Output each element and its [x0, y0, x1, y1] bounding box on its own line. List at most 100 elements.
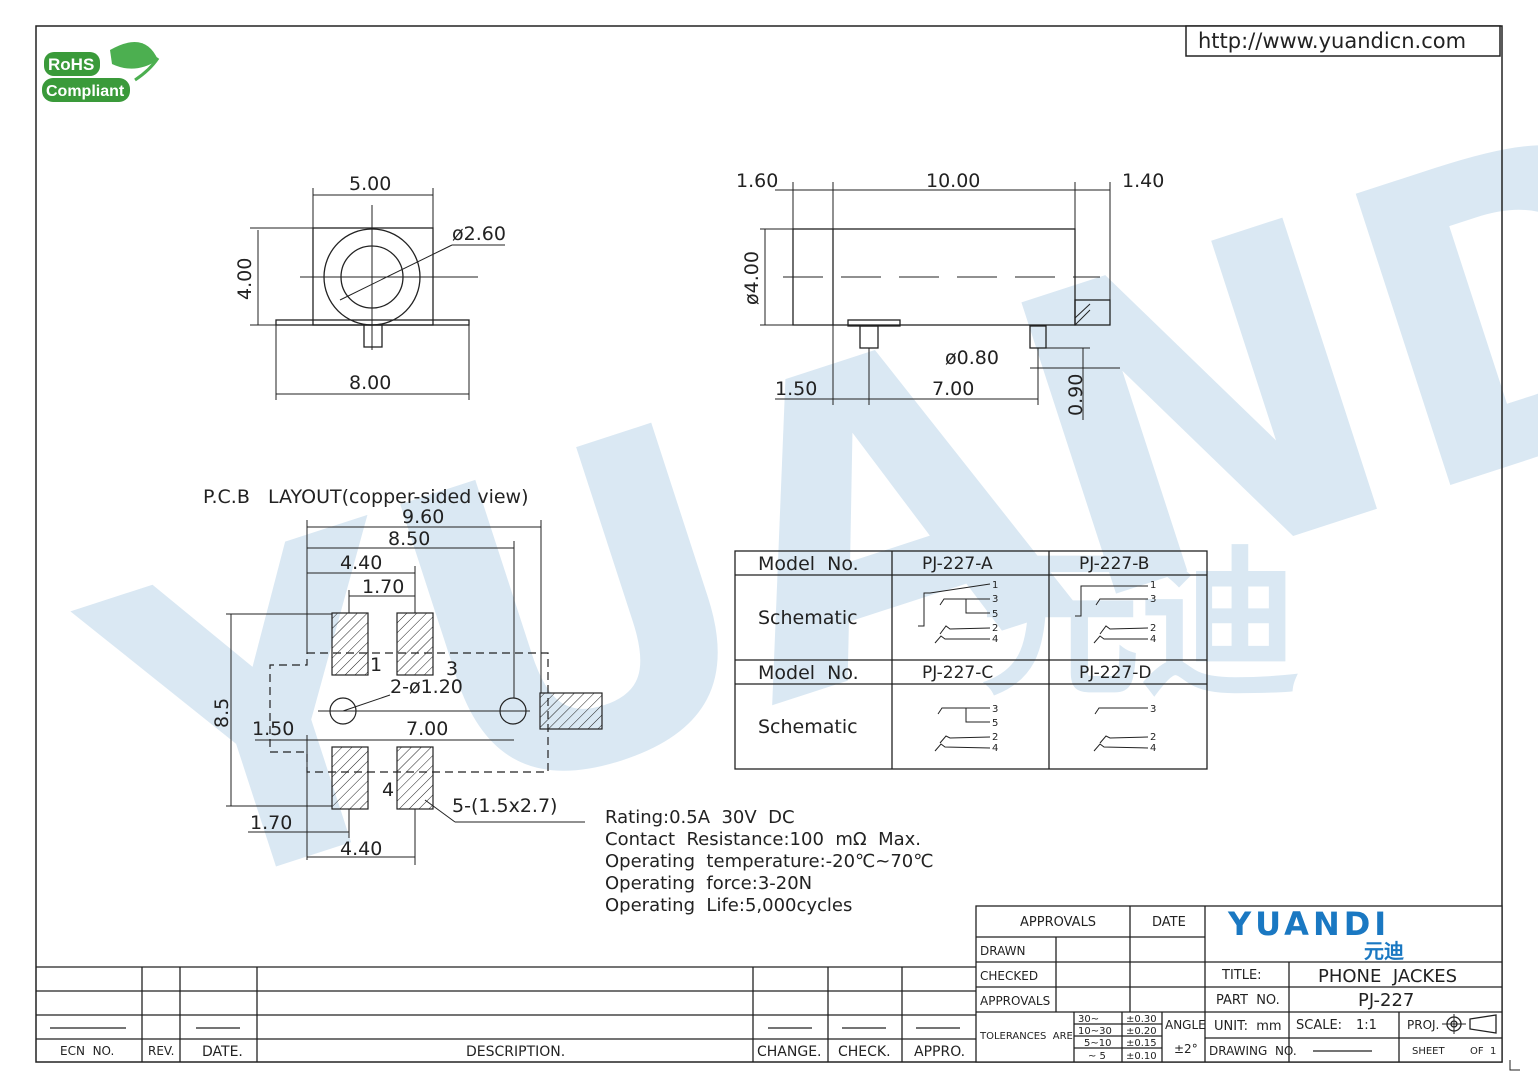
rev-change-label: CHANGE.: [757, 1044, 822, 1060]
spec-rating: Rating:0.5A 30V DC: [605, 807, 795, 828]
tb-unit-label: UNIT: mm: [1214, 1019, 1282, 1034]
dim-side-right: 1.40: [1122, 170, 1164, 192]
tb-tol-value-2: ±0.15: [1126, 1038, 1157, 1049]
sheet-border: [35, 25, 1503, 1063]
pcb-dim-440-bot: 4.40: [340, 838, 382, 860]
pcb-dim-holes: 2-ø1.20: [390, 676, 463, 698]
dim-side-pin-dia: ø0.80: [945, 347, 999, 369]
tb-tol-range-0: 30~: [1078, 1014, 1099, 1025]
tb-proj: PROJ.: [1407, 1018, 1439, 1032]
title-block: [975, 905, 1503, 1063]
specs-block: Rating:0.5A 30V DC Contact Resistance:10…: [605, 807, 933, 916]
pcb-dim-170-bot: 1.70: [250, 812, 292, 834]
pcb-dim-pads: 5-(1.5x2.7): [452, 795, 557, 817]
pin-d-3: 3: [1150, 704, 1156, 715]
tb-approvals: APPROVALS: [1020, 915, 1096, 930]
pin-d-2: 2: [1150, 732, 1156, 743]
pin-b-3: 3: [1150, 594, 1156, 605]
table-model-d: PJ-227-D: [1079, 663, 1151, 683]
pcb-dim-850: 8.50: [388, 528, 430, 550]
tb-drawn: DRAWN: [980, 944, 1026, 958]
tb-tol-value-0: ±0.30: [1126, 1014, 1157, 1025]
pcb-dim-150: 1.50: [252, 718, 294, 740]
revision-block: [36, 966, 976, 1062]
schematic-pin-labels: 1 3 5 2 4 1 3 2 4 3 5 2 4 3 2 4: [992, 580, 1156, 754]
pcb-layout: [226, 520, 603, 865]
pcb-title: P.C.B LAYOUT(copper-sided view): [203, 486, 529, 508]
tb-angle: ANGLE: [1165, 1018, 1206, 1032]
dim-front-width: 5.00: [349, 173, 391, 195]
rohs-badge: RoHS Compliant: [42, 42, 160, 102]
tb-approvals2: APPROVALS: [980, 994, 1050, 1008]
pin-a-1: 1: [992, 580, 998, 591]
spec-force: Operating force:3-20N: [605, 873, 812, 894]
tb-tol-range-3: ~ 5: [1088, 1051, 1106, 1062]
schematic-table: [734, 550, 1208, 770]
front-view: [250, 188, 505, 400]
tb-checked: CHECKED: [980, 969, 1038, 983]
rohs-line2: Compliant: [46, 83, 125, 100]
rev-date-label: DATE.: [202, 1044, 243, 1060]
tb-date: DATE: [1152, 915, 1186, 930]
tb-part-value: PJ-227: [1358, 990, 1414, 1011]
dim-front-base: 8.00: [349, 372, 391, 394]
spec-temperature: Operating temperature:-20℃~70℃: [605, 851, 933, 872]
pin-a-4: 4: [992, 634, 998, 645]
pin-a-2: 2: [992, 623, 998, 634]
tb-tol-value-1: ±0.20: [1126, 1026, 1157, 1037]
tb-logo: YUANDI: [1227, 905, 1390, 943]
tb-of: OF 1: [1470, 1046, 1496, 1057]
dim-front-height: 4.00: [234, 258, 256, 300]
tb-scale-value: 1:1: [1356, 1018, 1377, 1033]
pin-d-4: 4: [1150, 743, 1156, 754]
rev-check-label: CHECK.: [838, 1044, 891, 1060]
tb-tol-value-3: ±0.10: [1126, 1051, 1157, 1062]
dim-side-length: 10.00: [926, 170, 980, 192]
tb-logo-cn: 元迪: [1364, 939, 1404, 963]
watermark-cn: 元迪: [980, 531, 1300, 718]
leaf-icon: [110, 42, 158, 69]
pin-c-3: 3: [992, 704, 998, 715]
pcb-dim-85: 8.5: [211, 698, 233, 728]
table-model-a: PJ-227-A: [922, 554, 993, 574]
url-box: [1185, 25, 1501, 57]
pin-a-5: 5: [992, 609, 998, 620]
tb-title-label: TITLE:: [1221, 968, 1262, 983]
dim-side-pin-spacing: 7.00: [932, 378, 974, 400]
table-schematic-label-2: Schematic: [758, 716, 858, 738]
dim-side-left: 1.60: [736, 170, 778, 192]
tb-part-label: PART NO.: [1216, 993, 1280, 1008]
pcb-dim-170-top: 1.70: [362, 576, 404, 598]
table-model-label-2: Model No.: [758, 662, 859, 684]
spec-life: Operating Life:5,000cycles: [605, 895, 852, 916]
url-text[interactable]: http://www.yuandicn.com: [1198, 29, 1466, 53]
dim-side-pin-offset: 1.50: [775, 378, 817, 400]
corner-mark: [1509, 1060, 1520, 1071]
spec-resistance: Contact Resistance:100 mΩ Max.: [605, 829, 921, 850]
pin-b-2: 2: [1150, 623, 1156, 634]
pcb-pin-3: 3: [446, 658, 458, 680]
tb-title-value: PHONE JACKES: [1318, 966, 1457, 987]
tb-tolerances: TOLERANCES ARE: [979, 1031, 1073, 1042]
table-schematic-label-1: Schematic: [758, 607, 858, 629]
table-model-c: PJ-227-C: [922, 663, 993, 683]
dim-side-diameter: ø4.00: [741, 251, 763, 305]
rev-appro-label: APPRO.: [914, 1044, 965, 1060]
pin-c-5: 5: [992, 718, 998, 729]
pin-c-2: 2: [992, 732, 998, 743]
schematic-symbols: [918, 583, 1149, 752]
tb-angle-value: ±2°: [1174, 1042, 1198, 1056]
dim-side-pin-len: 0.90: [1065, 374, 1087, 416]
pcb-dim-440-top: 4.40: [340, 552, 382, 574]
tb-drawing-no: DRAWING NO.: [1209, 1044, 1297, 1058]
table-model-label-1: Model No.: [758, 553, 859, 575]
rev-ecn-label: ECN NO.: [60, 1044, 114, 1058]
tb-sheet: SHEET: [1412, 1046, 1446, 1057]
pin-b-1: 1: [1150, 580, 1156, 591]
rev-rev-label: REV.: [148, 1044, 174, 1058]
pcb-dim-960: 9.60: [402, 506, 444, 528]
tb-tol-range-1: 10~30: [1078, 1026, 1112, 1037]
side-view: [760, 182, 1120, 420]
rohs-line1: RoHS: [48, 55, 94, 74]
